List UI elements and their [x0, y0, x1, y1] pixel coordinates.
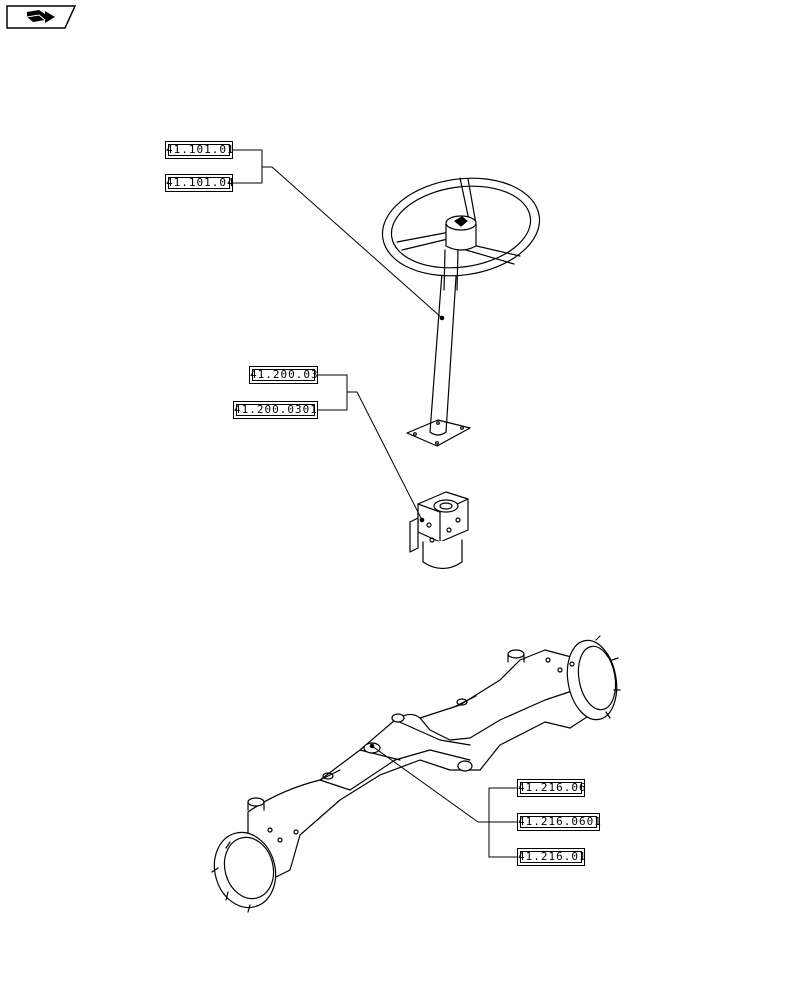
ref-label-front-axle-1[interactable]: 41.216.06 [517, 779, 586, 797]
steering-column-drawing [381, 177, 541, 447]
back-navigation-button[interactable] [5, 5, 77, 29]
ref-label-steering-pump-2[interactable]: 41.200.0301 [233, 401, 318, 419]
front-axle-drawing [211, 635, 621, 913]
ref-label-steering-pump-1[interactable]: 41.200.03 [249, 366, 318, 384]
ref-label-steering-column-2[interactable]: 41.101.04 [165, 174, 234, 192]
ref-label-steering-column-1[interactable]: 41.101.01 [165, 141, 234, 159]
leader-lines [232, 149, 518, 858]
ref-label-front-axle-3[interactable]: 41.216.01 [517, 848, 586, 866]
steering-pump-drawing [409, 491, 469, 570]
book-arrow-icon [6, 5, 77, 29]
ref-label-front-axle-2[interactable]: 41.216.0601 [517, 813, 601, 831]
